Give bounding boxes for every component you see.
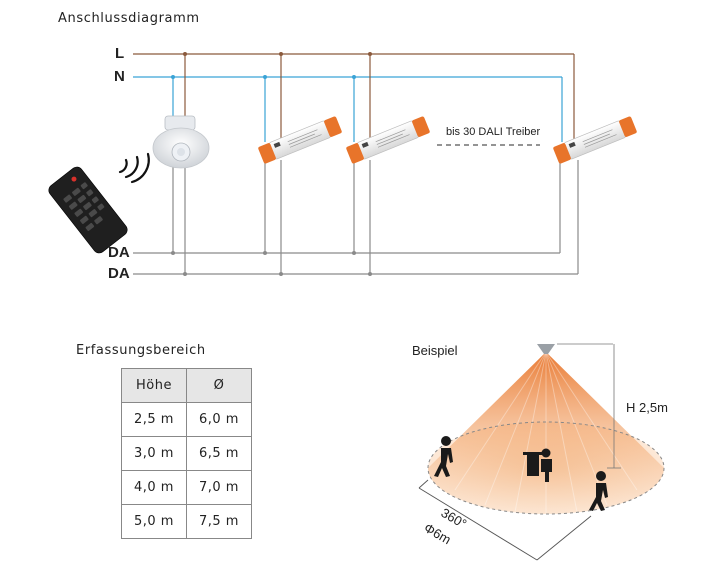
- example-title: Beispiel: [412, 343, 458, 358]
- detection-rim: [427, 421, 665, 515]
- dali-driver-1: [258, 116, 342, 164]
- diameter-cell: 6,5 m: [186, 436, 252, 471]
- table-row: 4,0 m 7,0 m: [121, 470, 252, 505]
- person-at-desk-icon: [523, 448, 552, 482]
- height-cell: 3,0 m: [121, 436, 187, 471]
- header-height: Höhe: [121, 368, 187, 403]
- height-cell: 4,0 m: [121, 470, 187, 505]
- remote-control-device: [48, 166, 128, 254]
- motion-sensor-device: [152, 115, 210, 169]
- table-header-row: Höhe Ø: [121, 368, 252, 403]
- da1-bus-label: DA: [108, 244, 130, 261]
- l-bus-label: L: [115, 45, 125, 62]
- person-walking-icon: [589, 471, 608, 511]
- driver-count-note: bis 30 DALI Treiber: [446, 126, 541, 138]
- table-row: 2,5 m 6,0 m: [121, 402, 252, 437]
- wiring-diagram: [48, 52, 637, 276]
- da2-bus-label: DA: [108, 265, 130, 282]
- diameter-cell: 6,0 m: [186, 402, 252, 437]
- height-cell: 2,5 m: [121, 402, 187, 437]
- height-label: H 2,5m: [626, 400, 668, 415]
- diameter-cell: 7,5 m: [186, 504, 252, 539]
- n-bus-label: N: [114, 68, 125, 85]
- person-walking-icon: [434, 436, 453, 477]
- ceiling-sensor-icon: [537, 344, 555, 354]
- signal-waves-icon: [118, 152, 150, 184]
- diameter-cell: 7,0 m: [186, 470, 252, 505]
- diagram-title: Anschlussdiagramm: [58, 11, 200, 26]
- table-row: 3,0 m 6,5 m: [121, 436, 252, 471]
- table-row: 5,0 m 7,5 m: [121, 504, 252, 539]
- header-diameter: Ø: [186, 368, 252, 403]
- height-cell: 5,0 m: [121, 504, 187, 539]
- dali-driver-2: [346, 116, 430, 164]
- detection-title: Erfassungsbereich: [76, 343, 206, 358]
- junction-dots: [171, 52, 372, 276]
- coverage-illustration: [418, 343, 665, 561]
- dali-driver-3: [553, 116, 637, 164]
- detection-table: Höhe Ø 2,5 m 6,0 m 3,0 m 6,5 m 4,0 m 7,0…: [121, 368, 252, 539]
